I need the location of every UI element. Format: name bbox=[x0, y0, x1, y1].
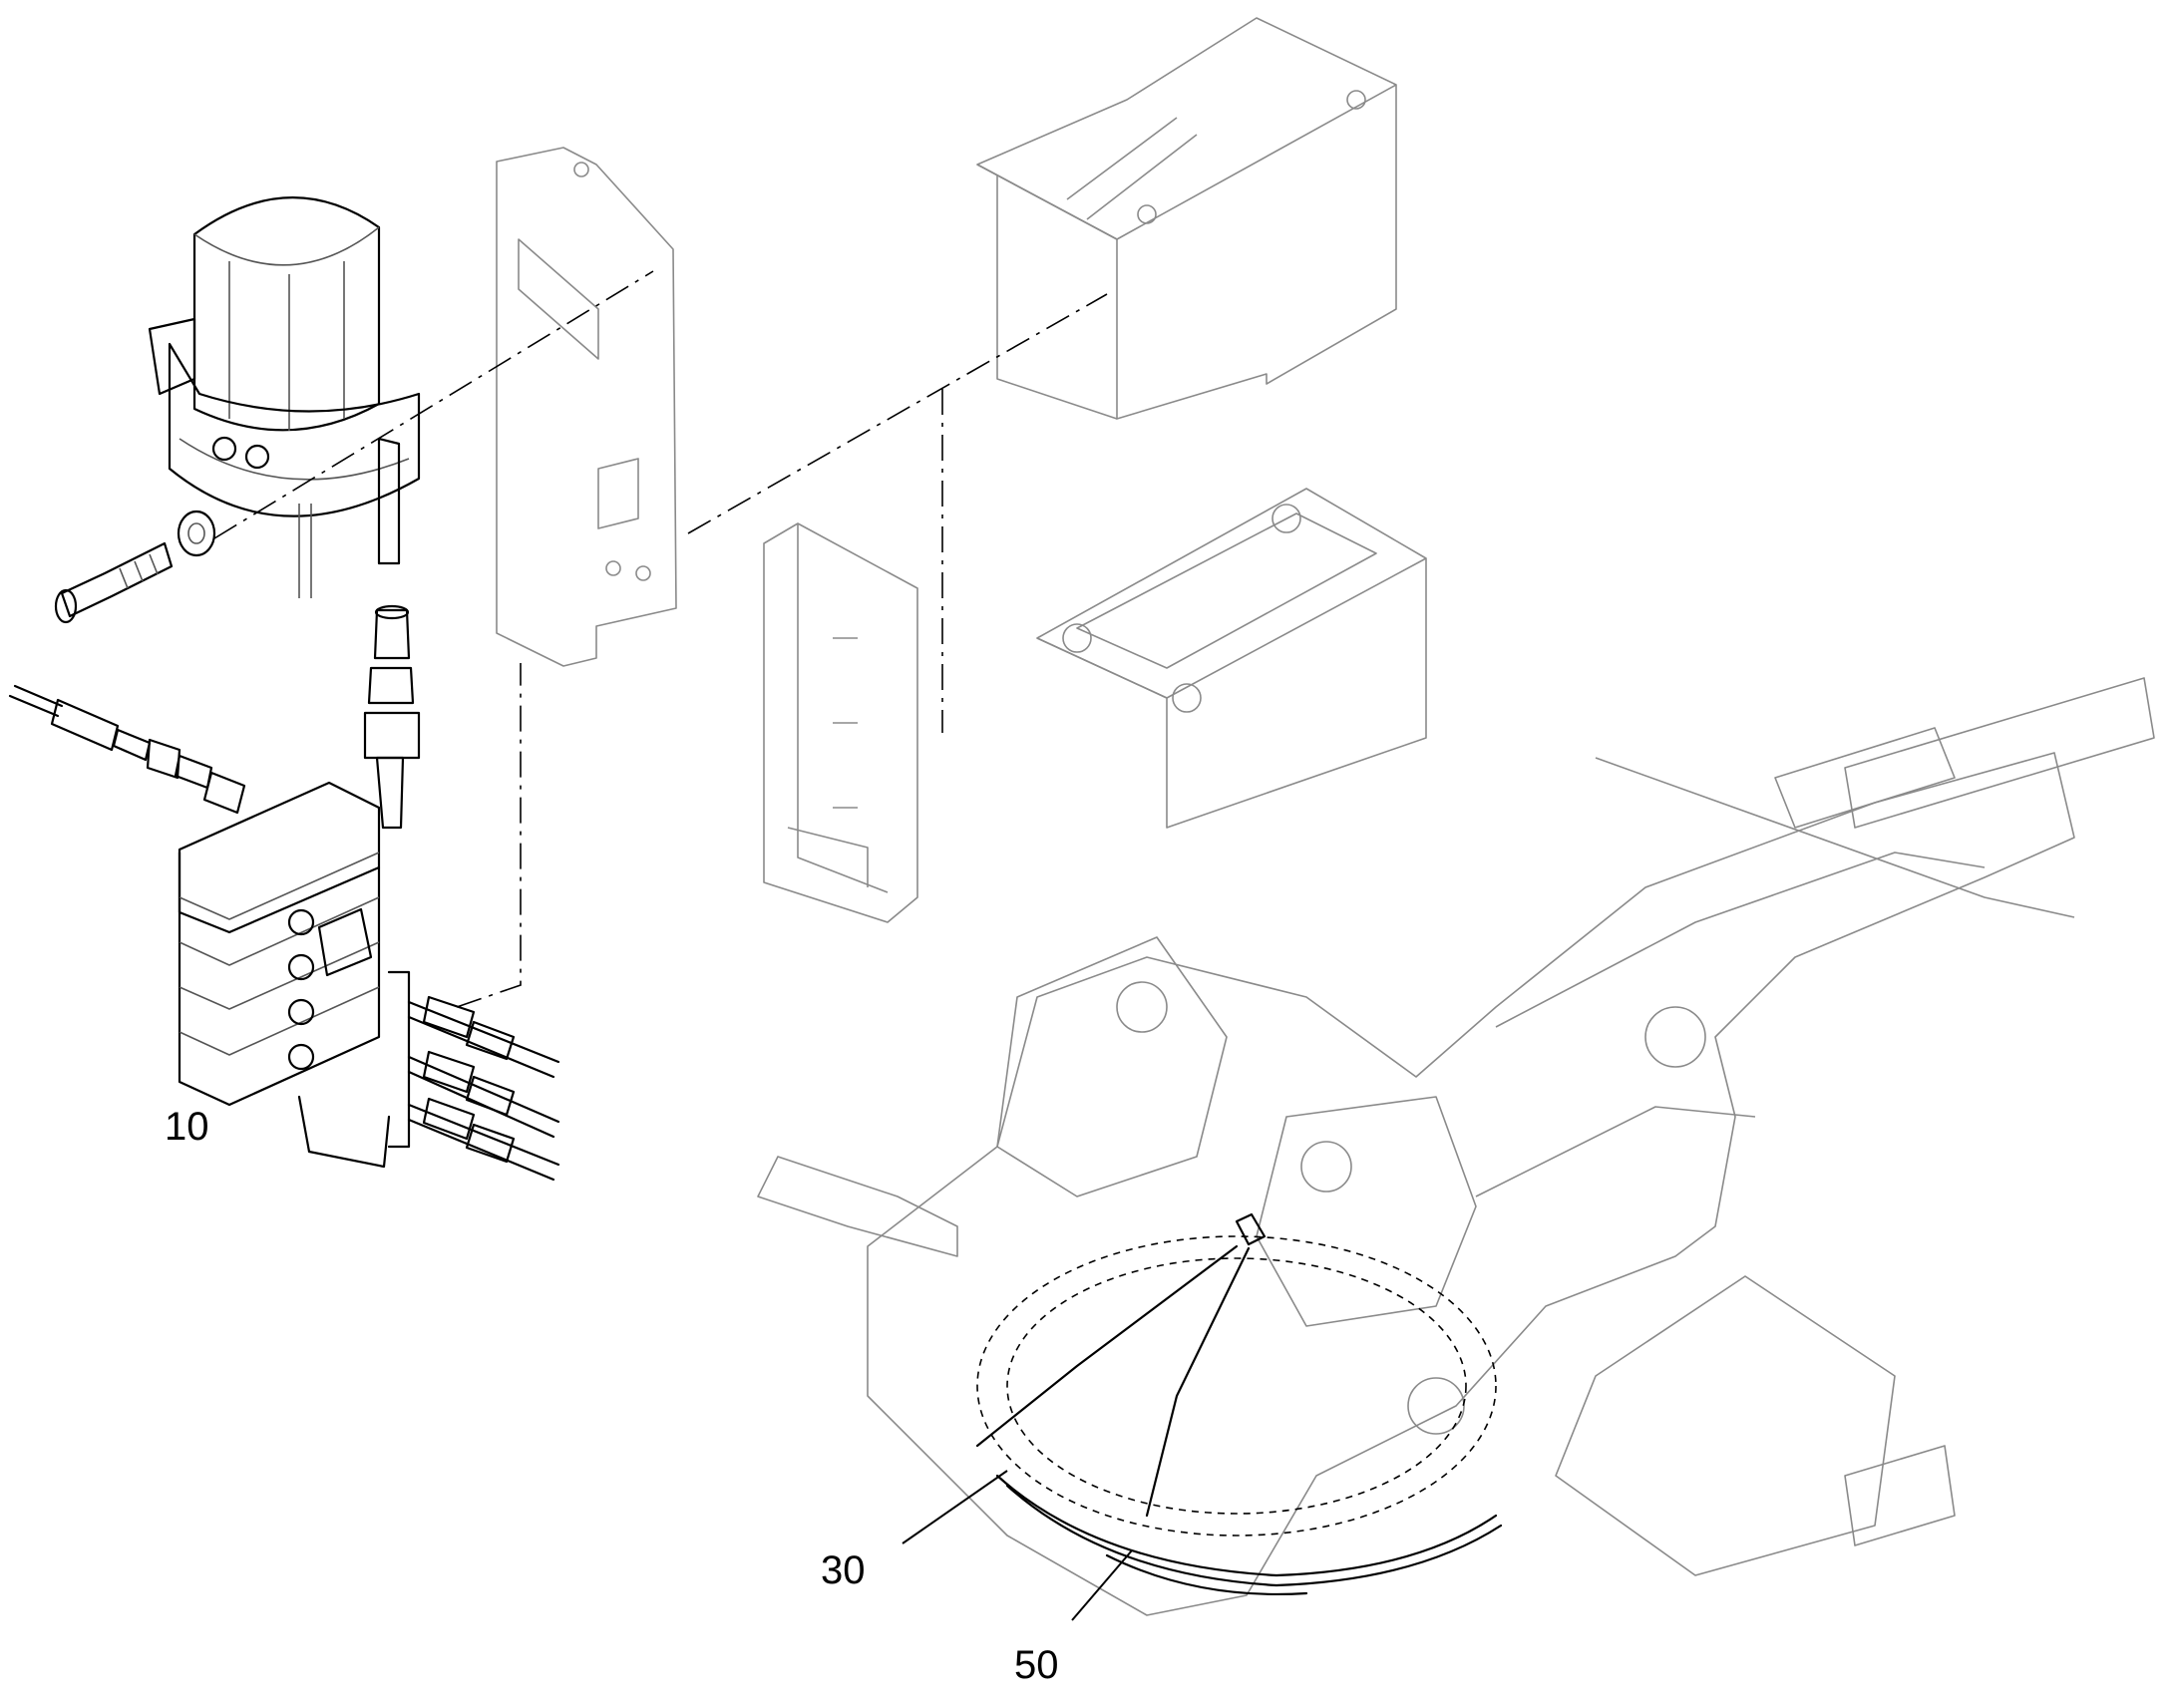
assembly-center-lines bbox=[213, 270, 1108, 1008]
distributor-block bbox=[178, 781, 411, 1169]
upperstructure-frame bbox=[757, 677, 2155, 1616]
hose-fitting bbox=[363, 604, 421, 830]
callout-item-50: 50 bbox=[1014, 1643, 1059, 1687]
callout-leaders bbox=[902, 1470, 1133, 1621]
hydraulic-tank-upper bbox=[976, 17, 1397, 420]
slewing-ring-lines bbox=[975, 1212, 1503, 1596]
input-hose bbox=[8, 684, 246, 815]
hydraulic-tank-lower bbox=[1036, 488, 1427, 829]
callout-item-30: 30 bbox=[821, 1548, 866, 1592]
callout-item-10: 10 bbox=[165, 1105, 209, 1149]
lubrication-pump bbox=[148, 196, 421, 598]
bolt-and-washer bbox=[54, 510, 216, 624]
outlet-hoses bbox=[407, 995, 560, 1182]
mounting-plate bbox=[496, 147, 677, 667]
bracket-plate bbox=[763, 522, 918, 923]
